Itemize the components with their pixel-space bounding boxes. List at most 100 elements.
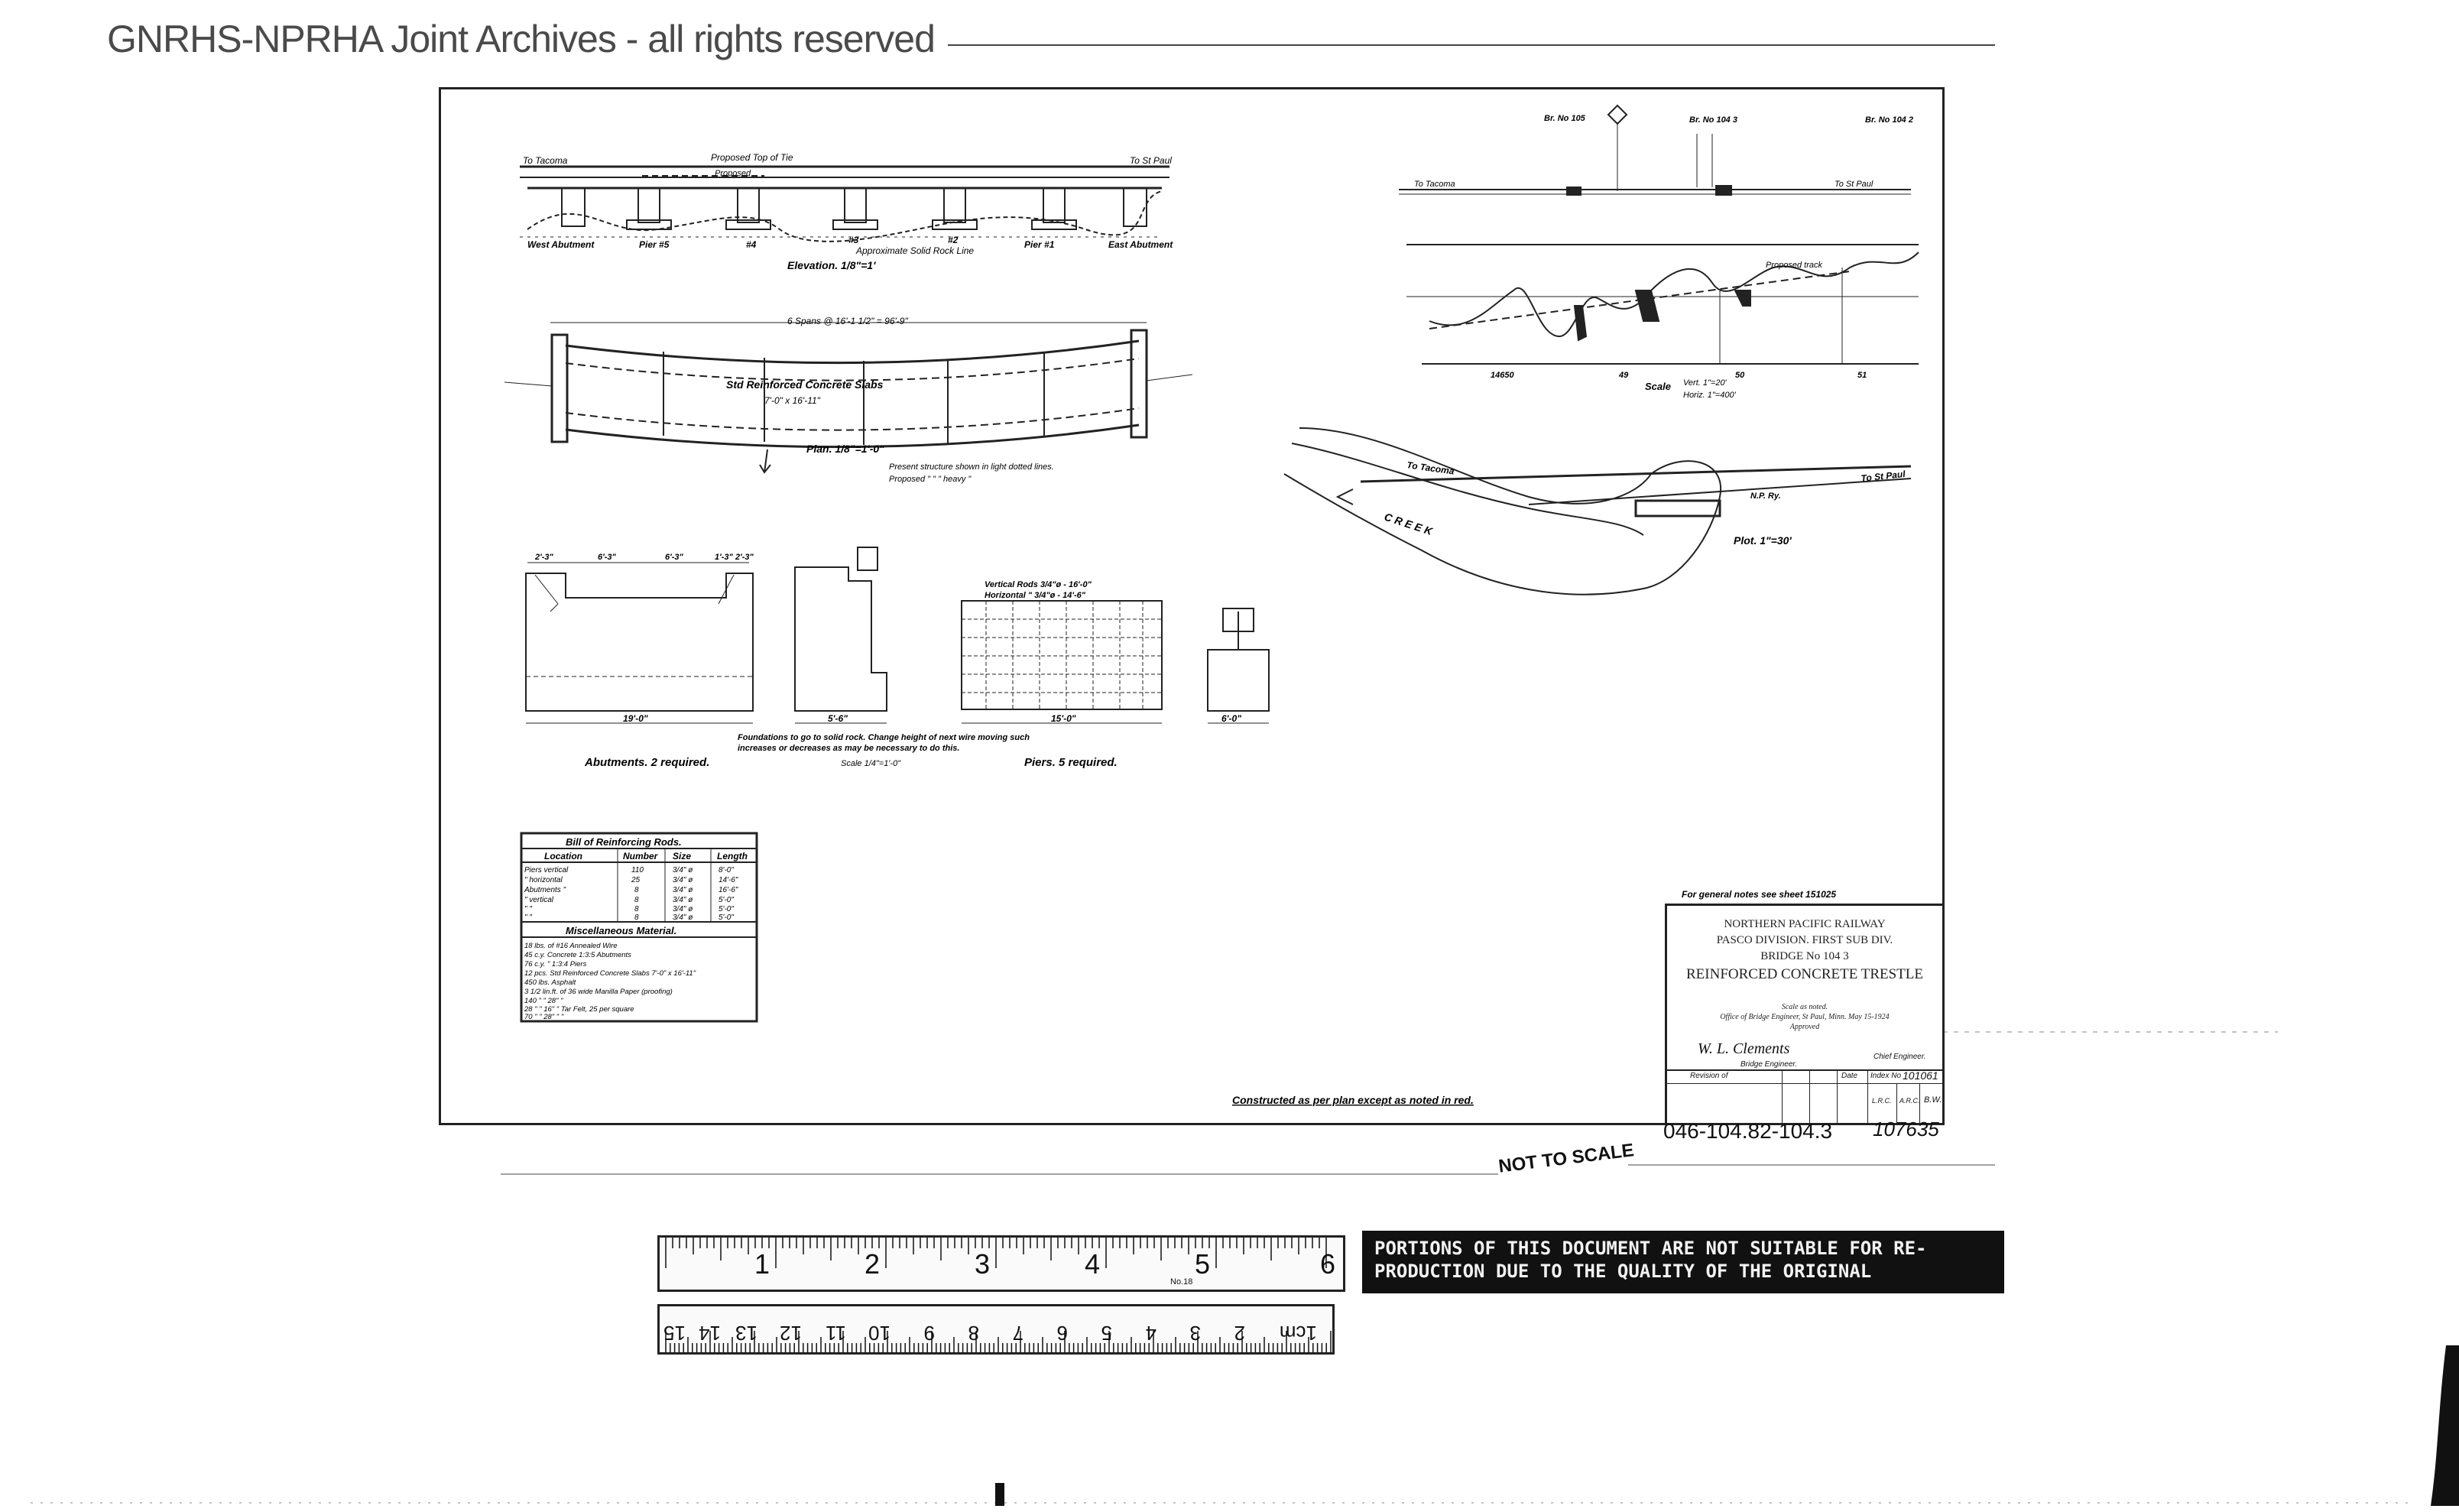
bill-row: " horizontal 25 3/4" ø 14'-6": [524, 876, 738, 884]
profile-track-to: To Tacoma: [1414, 180, 1455, 189]
bill-cell: 16'-6": [719, 886, 738, 894]
abutment-dim-3: 1'-3": [715, 553, 734, 562]
abutment-dim-1: 6'-3": [598, 553, 617, 562]
pier-side: 6'-0": [1221, 713, 1241, 724]
general-notes: For general notes see sheet 151025: [1682, 889, 1836, 900]
bill-row: " " 8 3/4" ø 5'-0": [524, 905, 734, 913]
ruler-cm-mark: 4: [1145, 1322, 1157, 1345]
bill-header-length: Length: [717, 851, 748, 861]
cm-ruler-ticks: [665, 1331, 1332, 1352]
bill-misc-item: 18 lbs. of #16 Annealed Wire: [524, 942, 618, 950]
ruler-cm-mark: 8: [968, 1322, 979, 1345]
ruler-cm-mark: 14: [699, 1322, 721, 1345]
ruler-inch-mark: 4: [1085, 1248, 1101, 1280]
plot-caption: Plot. 1"=30': [1734, 534, 1792, 547]
reproduction-notice: PORTIONS OF THIS DOCUMENT ARE NOT SUITAB…: [1362, 1231, 2004, 1293]
title-index-label: Index No: [1870, 1072, 1902, 1080]
pier-detail: [961, 600, 1270, 724]
bill-cell: 3/4" ø: [673, 905, 693, 913]
ruler-cm-mark: 7: [1012, 1322, 1024, 1345]
profile-station-3: 51: [1857, 371, 1867, 380]
title-structure: REINFORCED CONCRETE TRESTLE: [1686, 966, 1923, 982]
elevation-top-of-tie: Proposed Top of Tie: [711, 152, 793, 163]
ruler-cm-mark: 9: [923, 1322, 935, 1345]
bill-misc-item: 28 " " 16" " Tar Felt, 25 per square: [524, 1005, 634, 1014]
plot-to-st-paul: To St Paul: [1860, 469, 1906, 484]
profile-station-1: 49: [1618, 371, 1629, 380]
elevation-label-pier3: #3: [848, 235, 859, 245]
profile-scale-label: Scale: [1645, 381, 1671, 392]
header-rule: [948, 44, 1995, 46]
title-scale: Scale as noted.: [1781, 1003, 1828, 1011]
title-bridge-engineer: Bridge Engineer.: [1740, 1060, 1798, 1069]
scan-mark: [995, 1483, 1004, 1506]
bill-cell: 8'-0": [719, 866, 734, 874]
ruler-cm-mark: 15: [663, 1322, 686, 1345]
profile-bridge-104-3: Br. No 104 3: [1689, 115, 1737, 125]
bill-cell: 8: [634, 913, 639, 922]
abutment-dim-4: 2'-3": [735, 553, 754, 562]
elevation-caption: Elevation. 1/8"=1': [787, 259, 876, 271]
document-number: 046-104.82-104.3: [1663, 1119, 1833, 1143]
bill-misc-item: 3 1/2 lin.ft. of 36 wide Manilla Paper (…: [524, 988, 673, 996]
bill-cell: 5'-0": [719, 905, 734, 913]
title-signature: W. L. Clements: [1698, 1040, 1790, 1057]
bill-cell: Abutments ": [524, 886, 566, 894]
bill-cell: 8: [634, 886, 639, 894]
title-chief-engineer: Chief Engineer.: [1873, 1053, 1926, 1061]
abutment-side: 5'-6": [828, 713, 848, 724]
ruler-model: No.18: [1170, 1277, 1193, 1286]
bill-header-number: Number: [623, 851, 659, 861]
pier-vertical-rods: Vertical Rods 3/4"ø - 16'-0": [985, 580, 1092, 589]
bill-header-size: Size: [673, 851, 691, 861]
title-initials-2: B.W.: [1924, 1095, 1942, 1105]
title-initials-0: L.R.C.: [1872, 1097, 1892, 1105]
title-date-label: Date: [1841, 1072, 1858, 1080]
plot-np-ry: N.P. Ry.: [1750, 492, 1781, 501]
profile-bridge-105: Br. No 105: [1544, 114, 1586, 123]
title-initials-1: A.R.C.: [1899, 1097, 1920, 1105]
inch-ruler: 1 2 3 4 5 6 No.18: [657, 1235, 1345, 1292]
abutment-dim-0: 2'-3": [534, 553, 554, 562]
bill-misc-item: 12 pcs. Std Reinforced Concrete Slabs 7'…: [524, 969, 696, 978]
construction-note: Constructed as per plan except as noted …: [1232, 1094, 1474, 1106]
bill-misc-item: 70 " " 28" " ": [524, 1013, 564, 1021]
abutment-dim-2: 6'-3": [665, 553, 684, 562]
elevation-label-east-abutment: East Abutment: [1108, 239, 1173, 250]
inch-ruler-ticks: [665, 1238, 1327, 1268]
foundation-note-line1: Foundations to go to solid rock. Change …: [738, 733, 1030, 742]
ruler-cm-mark: 6: [1056, 1322, 1068, 1345]
bill-row: Abutments " 8 3/4" ø 16'-6": [524, 886, 738, 894]
bill-cell: " ": [524, 913, 532, 922]
foundation-note-line2: increases or decreases as may be necessa…: [738, 744, 959, 753]
bill-title: Bill of Reinforcing Rods.: [566, 836, 682, 848]
plan-note-line2: Proposed " " " heavy ": [889, 475, 972, 484]
bill-cell: 8: [634, 905, 639, 913]
document-hand-number: 107635: [1873, 1118, 1939, 1140]
ruler-cm-mark: 13: [735, 1322, 757, 1345]
plan-spans: 6 Spans @ 16'-1 1/2" = 96'-9": [787, 316, 908, 326]
plot-to-tacoma: To Tacoma: [1406, 459, 1455, 477]
bill-misc-item: 45 c.y. Concrete 1:3:5 Abutments: [524, 951, 631, 959]
site-plot: [1283, 427, 1912, 595]
bill-row: " " 8 3/4" ø 5'-0": [524, 913, 734, 922]
bill-cell: 3/4" ø: [673, 886, 693, 894]
elevation-label-pier5: Pier #5: [639, 239, 670, 250]
bill-misc-item: 140 " " 28" ": [524, 997, 563, 1005]
elevation-label-pier4: #4: [746, 239, 757, 250]
bill-cell: Piers vertical: [524, 866, 569, 874]
pier-caption: Piers. 5 required.: [1024, 756, 1118, 769]
abutment-detail: [525, 547, 887, 724]
profile-scale-horiz: Horiz. 1"=400': [1683, 391, 1737, 400]
notice-line2: PRODUCTION DUE TO THE QUALITY OF THE ORI…: [1374, 1261, 1872, 1282]
elevation-label-west-abutment: West Abutment: [527, 239, 595, 250]
drawing-sheet-border: [439, 87, 1945, 1125]
title-index-value: 101061: [1903, 1069, 1938, 1082]
profile-track-from: To St Paul: [1835, 180, 1873, 189]
elevation-to-right: To St Paul: [1130, 155, 1172, 166]
bill-cell: 3/4" ø: [673, 913, 693, 922]
ruler-inch-mark: 1: [754, 1248, 770, 1280]
profile-station-2: 50: [1735, 371, 1745, 380]
bill-cell: 110: [631, 866, 644, 874]
